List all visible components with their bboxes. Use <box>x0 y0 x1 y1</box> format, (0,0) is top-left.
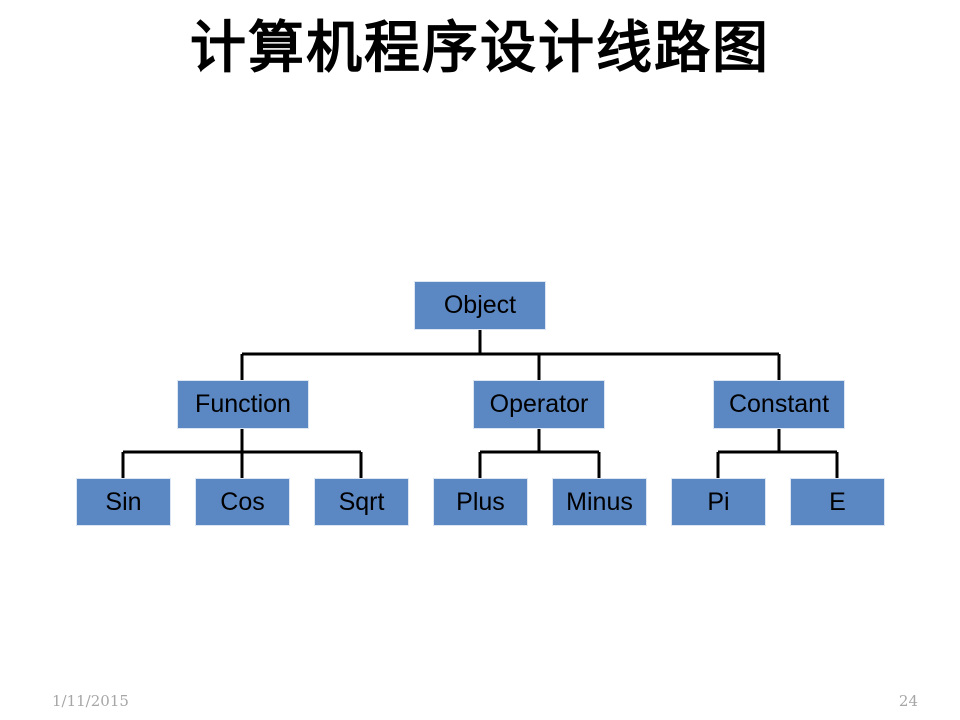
footer-date: 1/11/2015 <box>52 692 129 710</box>
node-constant[interactable]: Constant <box>713 380 845 429</box>
node-object[interactable]: Object <box>414 281 546 330</box>
node-minus[interactable]: Minus <box>552 478 647 526</box>
node-pi[interactable]: Pi <box>671 478 766 526</box>
page-title: 计算机程序设计线路图 <box>190 15 770 81</box>
node-operator[interactable]: Operator <box>473 380 605 429</box>
node-cos[interactable]: Cos <box>195 478 290 526</box>
node-e[interactable]: E <box>790 478 885 526</box>
node-function[interactable]: Function <box>177 380 309 429</box>
node-sin[interactable]: Sin <box>76 478 171 526</box>
footer-page-number: 24 <box>898 692 918 710</box>
node-sqrt[interactable]: Sqrt <box>314 478 409 526</box>
node-plus[interactable]: Plus <box>433 478 528 526</box>
